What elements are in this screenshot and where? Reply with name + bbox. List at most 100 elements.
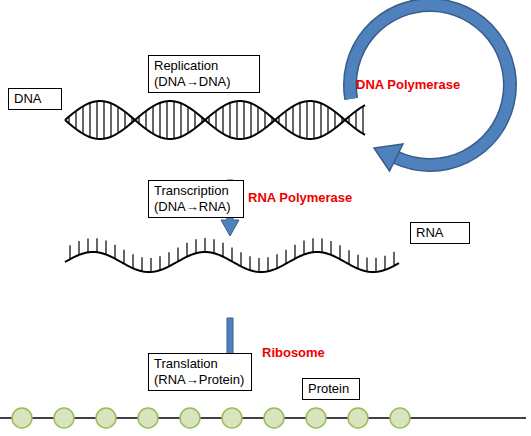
rna-strand: [65, 238, 399, 272]
base-pair: [306, 101, 307, 139]
rna-base: [78, 241, 79, 255]
dna-helix: [65, 101, 365, 139]
text-box: DNA: [8, 88, 62, 110]
base-pair: [341, 117, 342, 122]
rna-base: [276, 254, 277, 268]
text-box: RNA: [410, 222, 470, 244]
rna-base: [294, 245, 295, 259]
base-pair: [89, 103, 90, 137]
base-pair: [103, 101, 104, 138]
base-pair: [250, 103, 251, 136]
rna-base: [186, 243, 187, 257]
base-pair: [348, 117, 349, 124]
base-pair: [362, 106, 363, 133]
base-pair: [208, 117, 209, 124]
base-pair: [334, 112, 335, 128]
base-pair: [327, 107, 328, 133]
rna-base: [168, 252, 169, 266]
box-text: DNA: [14, 91, 56, 107]
rna-base: [366, 257, 367, 271]
rna-base: [321, 238, 322, 252]
rna-base: [303, 241, 304, 255]
base-pair: [138, 117, 139, 124]
text-box: Replication (DNA→DNA): [148, 55, 260, 93]
amino-acid-beads: [12, 408, 410, 428]
base-pair: [215, 111, 216, 129]
rna-base: [177, 247, 178, 261]
base-pair: [285, 111, 286, 129]
rna-base: [357, 255, 358, 269]
dna-strand: [65, 101, 365, 139]
base-pair: [257, 107, 258, 133]
amino-acid: [348, 408, 368, 428]
rna-base: [258, 258, 259, 272]
enzyme-label: Ribosome: [262, 345, 325, 361]
base-pair: [68, 117, 69, 124]
box-text: Protein: [308, 381, 354, 397]
text-box: Protein: [302, 378, 360, 400]
cycle-arrow-head: [374, 144, 403, 171]
rna-base: [267, 257, 268, 271]
rna-base: [132, 254, 133, 268]
base-pair: [236, 101, 237, 139]
rna-base: [249, 256, 250, 270]
amino-acid: [12, 408, 32, 428]
amino-acid: [390, 408, 410, 428]
rna-base: [285, 250, 286, 264]
base-pair: [131, 117, 132, 122]
dna-strand: [65, 101, 365, 139]
text-box: Translation (RNA→Protein): [148, 353, 252, 391]
amino-acid: [222, 408, 242, 428]
rna-base: [123, 250, 124, 264]
rna-base: [240, 252, 241, 266]
base-pair: [145, 111, 146, 129]
base-pair: [201, 117, 202, 122]
base-pair: [355, 111, 356, 129]
base-pair: [152, 106, 153, 133]
base-pair: [243, 101, 244, 138]
rna-base: [105, 241, 106, 255]
rna-base: [150, 258, 151, 272]
peptide-chain: [0, 417, 526, 419]
rna-base: [222, 243, 223, 257]
rna-base: [231, 247, 232, 261]
enzyme-label: RNA Polymerase: [248, 190, 352, 206]
base-pair: [173, 101, 174, 138]
cycle-arrow: [350, 5, 510, 165]
base-pair: [299, 103, 300, 137]
base-pair: [166, 101, 167, 139]
base-pair: [180, 103, 181, 136]
base-pair: [82, 106, 83, 133]
rna-base: [204, 238, 205, 252]
base-pair: [75, 111, 76, 129]
rna-base: [330, 241, 331, 255]
amino-acid: [138, 408, 158, 428]
base-pair: [292, 106, 293, 133]
base-pair: [159, 103, 160, 137]
rna-base: [375, 258, 376, 272]
base-pair: [278, 117, 279, 124]
box-text: Translation (RNA→Protein): [154, 356, 246, 388]
amino-acid: [180, 408, 200, 428]
cycle-arrow-outline: [350, 5, 510, 165]
rna-base: [213, 239, 214, 253]
amino-acid: [264, 408, 284, 428]
rna-base: [159, 256, 160, 270]
rna-base: [87, 238, 88, 252]
rna-base: [348, 250, 349, 264]
amino-acid: [54, 408, 74, 428]
rna-base: [96, 238, 97, 252]
amino-acid: [306, 408, 326, 428]
enzyme-label: DNA Polymerase: [356, 77, 460, 93]
box-text: Transcription (DNA→RNA): [154, 183, 238, 215]
base-pair: [194, 112, 195, 128]
text-box: Transcription (DNA→RNA): [148, 180, 244, 218]
base-pair: [313, 101, 314, 138]
base-pair: [110, 103, 111, 136]
rna-base: [312, 238, 313, 252]
rna-base: [114, 245, 115, 259]
rna-base: [195, 239, 196, 253]
box-text: RNA: [416, 225, 464, 241]
